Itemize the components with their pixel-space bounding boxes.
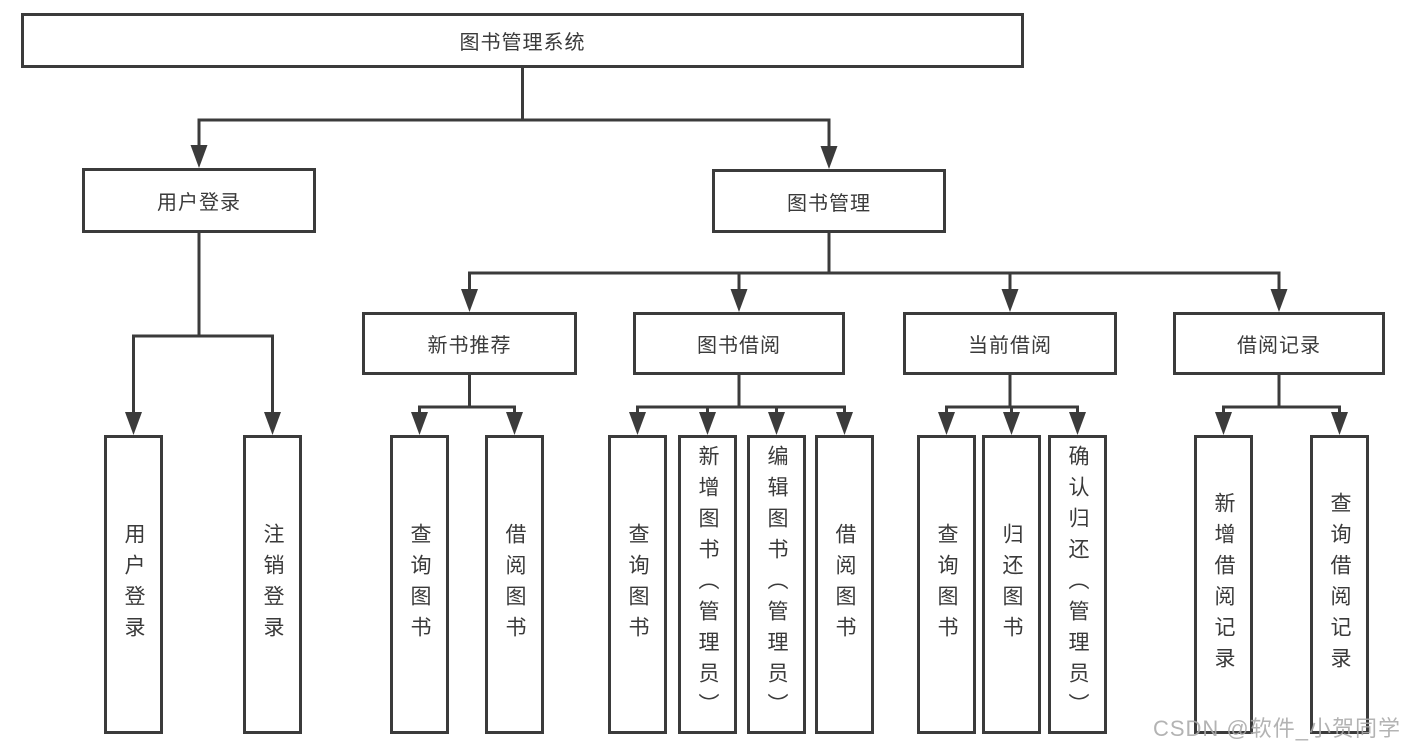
leaf-borrow-query-books-label: 查询图书 — [626, 522, 649, 647]
leaf-borrow-edit-books-admin-label: 编辑图书（管理员） — [765, 445, 788, 724]
node-root: 图书管理系统 — [21, 13, 1024, 68]
node-book-management: 图书管理 — [712, 169, 946, 233]
leaf-borrow-query-books: 查询图书 — [608, 435, 667, 734]
node-new-book-recommend: 新书推荐 — [362, 312, 577, 375]
leaf-borrow-borrow-books-label: 借阅图书 — [833, 522, 856, 647]
leaf-recommend-borrow-books: 借阅图书 — [485, 435, 544, 734]
node-user-login-label: 用户登录 — [157, 192, 241, 214]
leaf-borrow-borrow-books: 借阅图书 — [815, 435, 874, 734]
leaf-current-query-books: 查询图书 — [917, 435, 976, 734]
leaf-current-confirm-return-admin: 确认归还（管理员） — [1048, 435, 1107, 734]
leaf-current-return-books: 归还图书 — [982, 435, 1041, 734]
node-root-label: 图书管理系统 — [459, 32, 586, 54]
node-book-borrowing-label: 图书借阅 — [697, 335, 781, 357]
leaf-records-add-record: 新增借阅记录 — [1194, 435, 1253, 734]
leaf-recommend-query-books: 查询图书 — [390, 435, 449, 734]
csdn-watermark: CSDN @软件_小贺同学 — [1152, 716, 1401, 741]
leaf-records-add-record-label: 新增借阅记录 — [1212, 491, 1235, 678]
leaf-current-return-books-label: 归还图书 — [1000, 522, 1023, 647]
leaf-recommend-query-books-label: 查询图书 — [408, 522, 431, 647]
node-new-book-recommend-label: 新书推荐 — [427, 335, 512, 357]
leaf-borrow-add-books-admin-label: 新增图书（管理员） — [696, 445, 719, 724]
leaf-records-query-record-label: 查询借阅记录 — [1328, 491, 1351, 678]
leaf-current-confirm-return-admin-label: 确认归还（管理员） — [1066, 445, 1089, 724]
leaf-current-query-books-label: 查询图书 — [935, 522, 958, 647]
node-borrowing-records: 借阅记录 — [1173, 312, 1385, 375]
leaf-user-login-label: 用户登录 — [122, 522, 145, 647]
node-book-borrowing: 图书借阅 — [633, 312, 845, 375]
node-borrowing-records-label: 借阅记录 — [1237, 335, 1321, 357]
leaf-borrow-add-books-admin: 新增图书（管理员） — [678, 435, 737, 734]
leaf-records-query-record: 查询借阅记录 — [1310, 435, 1369, 734]
node-current-borrowing: 当前借阅 — [903, 312, 1117, 375]
node-current-borrowing-label: 当前借阅 — [968, 335, 1052, 357]
leaf-recommend-borrow-books-label: 借阅图书 — [503, 522, 526, 647]
node-book-management-label: 图书管理 — [787, 192, 871, 215]
leaf-logout: 注销登录 — [243, 435, 302, 734]
leaf-user-login: 用户登录 — [104, 435, 163, 734]
leaf-logout-label: 注销登录 — [261, 522, 284, 647]
leaf-borrow-edit-books-admin: 编辑图书（管理员） — [747, 435, 806, 734]
node-user-login: 用户登录 — [82, 168, 316, 233]
